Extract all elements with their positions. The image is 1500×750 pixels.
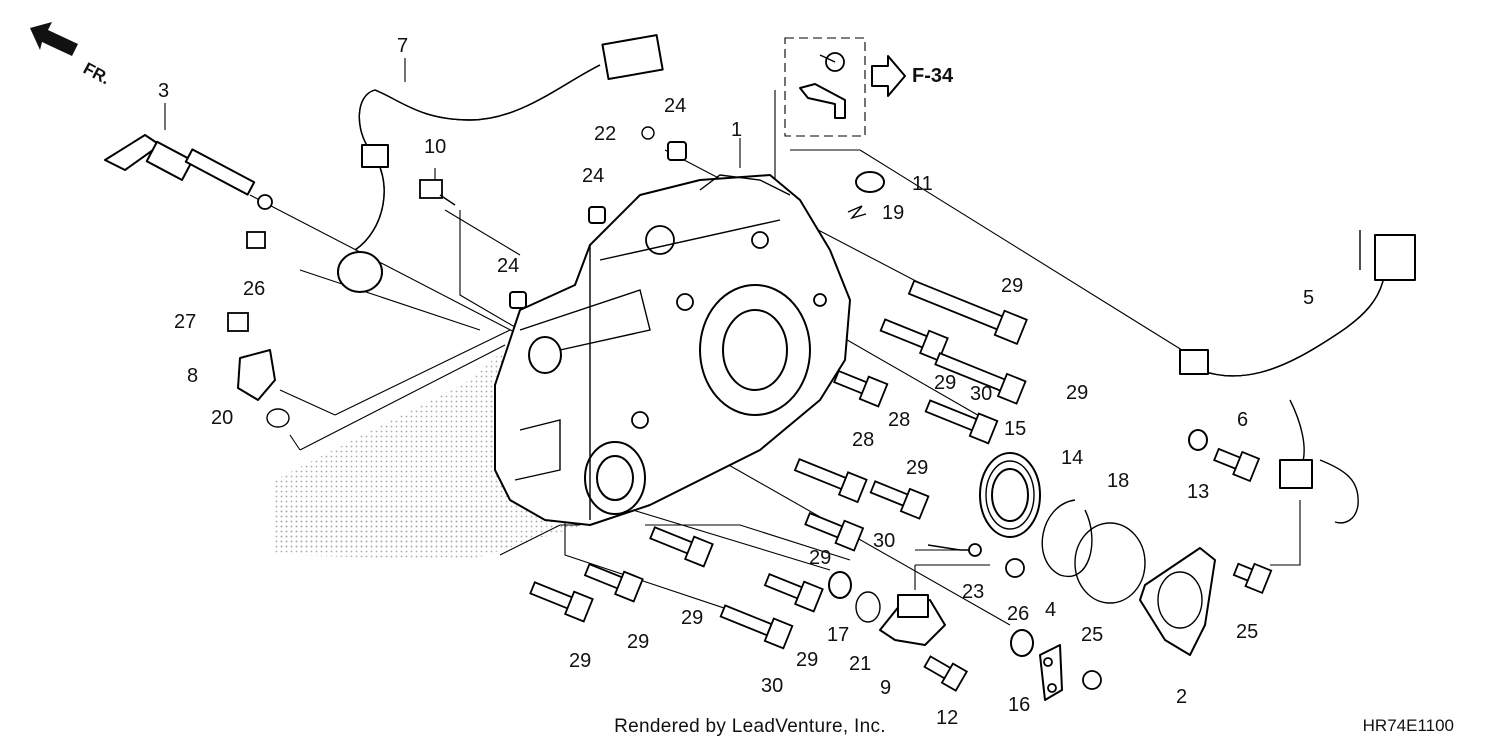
callout-30a: 30 [970, 383, 992, 405]
callout-7: 7 [397, 35, 408, 57]
callout-4: 4 [1045, 599, 1056, 621]
front-arrow-icon [30, 22, 78, 56]
dowels [509, 126, 687, 309]
callout-30c: 30 [761, 675, 783, 697]
housing-cover [494, 174, 851, 526]
callout-15: 15 [1004, 418, 1026, 440]
callout-29h: 29 [796, 649, 818, 671]
callout-16: 16 [1008, 694, 1030, 716]
callout-3: 3 [158, 80, 169, 102]
callout-27: 27 [174, 311, 196, 333]
reference-detail-box [784, 37, 866, 137]
leader-lines [164, 58, 1301, 626]
shift-shaft [104, 134, 273, 210]
callout-11: 11 [912, 173, 933, 195]
callout-10: 10 [424, 136, 446, 158]
callout-29d: 29 [906, 457, 928, 479]
callout-24a: 24 [664, 95, 686, 117]
seals-lower [828, 571, 881, 623]
callout-28b: 28 [852, 429, 874, 451]
callout-19: 19 [882, 202, 904, 224]
callout-20: 20 [211, 407, 233, 429]
callout-13: 13 [1187, 481, 1209, 503]
small-parts-left [227, 179, 456, 428]
callout-12: 12 [936, 707, 958, 729]
callout-29g: 29 [627, 631, 649, 653]
callout-1: 1 [731, 119, 742, 141]
bolt-set-right [793, 279, 1028, 552]
drain-plug [847, 171, 885, 220]
callout-8: 8 [187, 365, 198, 387]
callout-labels: 1 2 3 4 5 6 7 8 9 10 11 12 13 14 15 16 1… [158, 35, 1314, 729]
callout-26a: 26 [243, 278, 265, 300]
wire-harness-upper [337, 34, 664, 293]
callout-29c: 29 [1066, 382, 1088, 404]
diagram-code: HR74E1100 [1362, 716, 1454, 735]
footer-credit: Rendered by LeadVenture, Inc. [614, 716, 886, 737]
callout-25b: 25 [1236, 621, 1258, 643]
callout-17: 17 [827, 624, 849, 646]
callout-9: 9 [880, 677, 891, 699]
callout-29e: 29 [809, 547, 831, 569]
callout-24c: 24 [497, 255, 519, 277]
bolt-set-lower [529, 526, 824, 650]
callout-21: 21 [849, 653, 871, 675]
callout-29b: 29 [934, 372, 956, 394]
gasket-plate [1139, 547, 1216, 656]
reference-arrow-icon [871, 55, 906, 97]
callout-29a: 29 [1001, 275, 1023, 297]
reference-label: F-34 [912, 65, 954, 87]
callout-25a: 25 [1081, 624, 1103, 646]
snap-ring [1041, 499, 1093, 578]
callout-6: 6 [1237, 409, 1248, 431]
callout-2: 2 [1176, 686, 1187, 708]
bracket-and-sensor [879, 543, 1102, 701]
callout-29i: 29 [569, 650, 591, 672]
callout-5: 5 [1303, 287, 1314, 309]
callout-24b: 24 [582, 165, 604, 187]
callout-28a: 28 [888, 409, 910, 431]
wire-harness-right [1179, 230, 1416, 524]
callout-23: 23 [962, 581, 984, 603]
bearing [979, 452, 1041, 538]
o-ring-large [1074, 522, 1146, 604]
front-label: FR. [80, 59, 113, 89]
callout-18: 18 [1107, 470, 1129, 492]
callout-22: 22 [594, 123, 616, 145]
callout-29f: 29 [681, 607, 703, 629]
callout-26b: 26 [1007, 603, 1029, 625]
small-parts-right [1188, 429, 1273, 595]
callout-30b: 30 [873, 530, 895, 552]
callout-14: 14 [1061, 447, 1083, 469]
